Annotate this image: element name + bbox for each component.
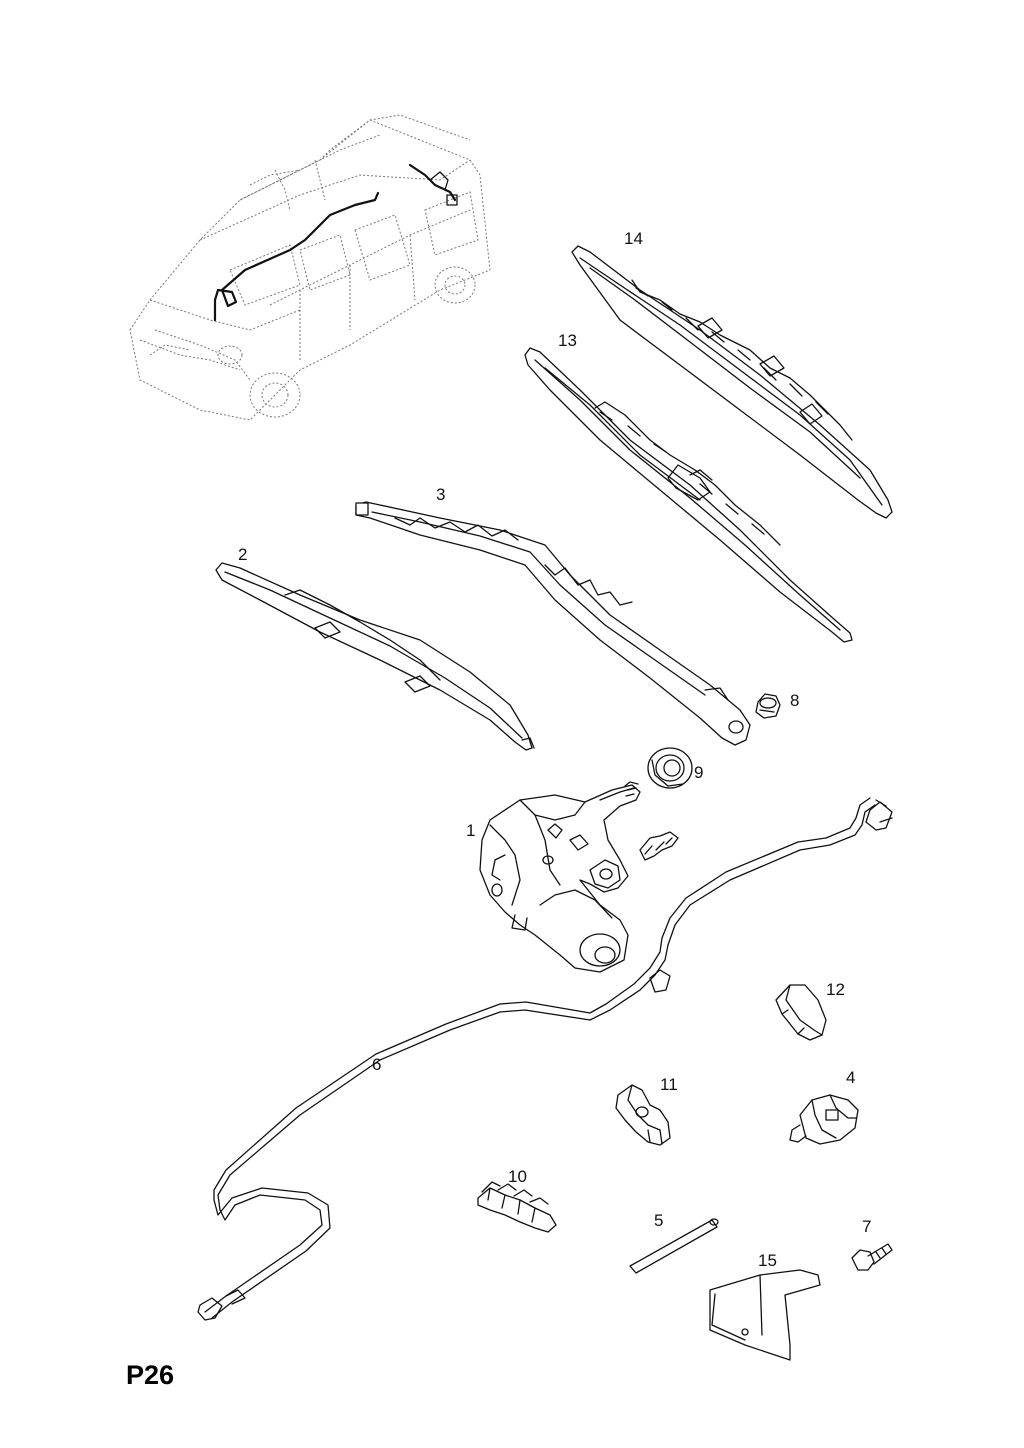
washer-hose-6 (197, 797, 893, 1321)
callout-11: 11 (660, 1075, 678, 1094)
callout-labels: 14 13 3 2 8 9 1 12 6 11 4 10 5 7 15 (238, 229, 871, 1270)
wiper-blade-14 (571, 245, 893, 519)
callout-12: 12 (826, 980, 845, 999)
callout-13: 13 (558, 331, 577, 350)
callout-8: 8 (790, 691, 799, 710)
wiper-blade-2 (215, 562, 535, 751)
clip-12 (775, 984, 827, 1041)
callout-4: 4 (846, 1068, 855, 1087)
wiper-blade-13 (524, 347, 853, 643)
clip-strip-10 (477, 1181, 557, 1233)
callout-3: 3 (436, 485, 445, 504)
van-overview-illustration (129, 114, 491, 421)
callout-15: 15 (758, 1251, 777, 1270)
grommet-9 (647, 747, 693, 789)
bolt-7 (851, 1243, 893, 1271)
callout-10: 10 (508, 1167, 527, 1186)
bracket-15 (709, 1269, 821, 1361)
callout-14: 14 (624, 229, 643, 248)
page-code: P26 (126, 1360, 174, 1390)
callout-7: 7 (862, 1217, 871, 1236)
pin-5 (629, 1218, 719, 1274)
hose-clip-11 (615, 1084, 671, 1146)
callout-6: 6 (372, 1055, 381, 1074)
callout-1: 1 (466, 821, 475, 840)
callout-9: 9 (694, 763, 703, 782)
wiper-arm-3 (355, 501, 751, 746)
callout-5: 5 (654, 1211, 663, 1230)
washer-pump-4 (789, 1094, 859, 1145)
wiper-motor-1 (479, 781, 679, 973)
callout-2: 2 (238, 545, 247, 564)
nut-8 (755, 693, 781, 719)
